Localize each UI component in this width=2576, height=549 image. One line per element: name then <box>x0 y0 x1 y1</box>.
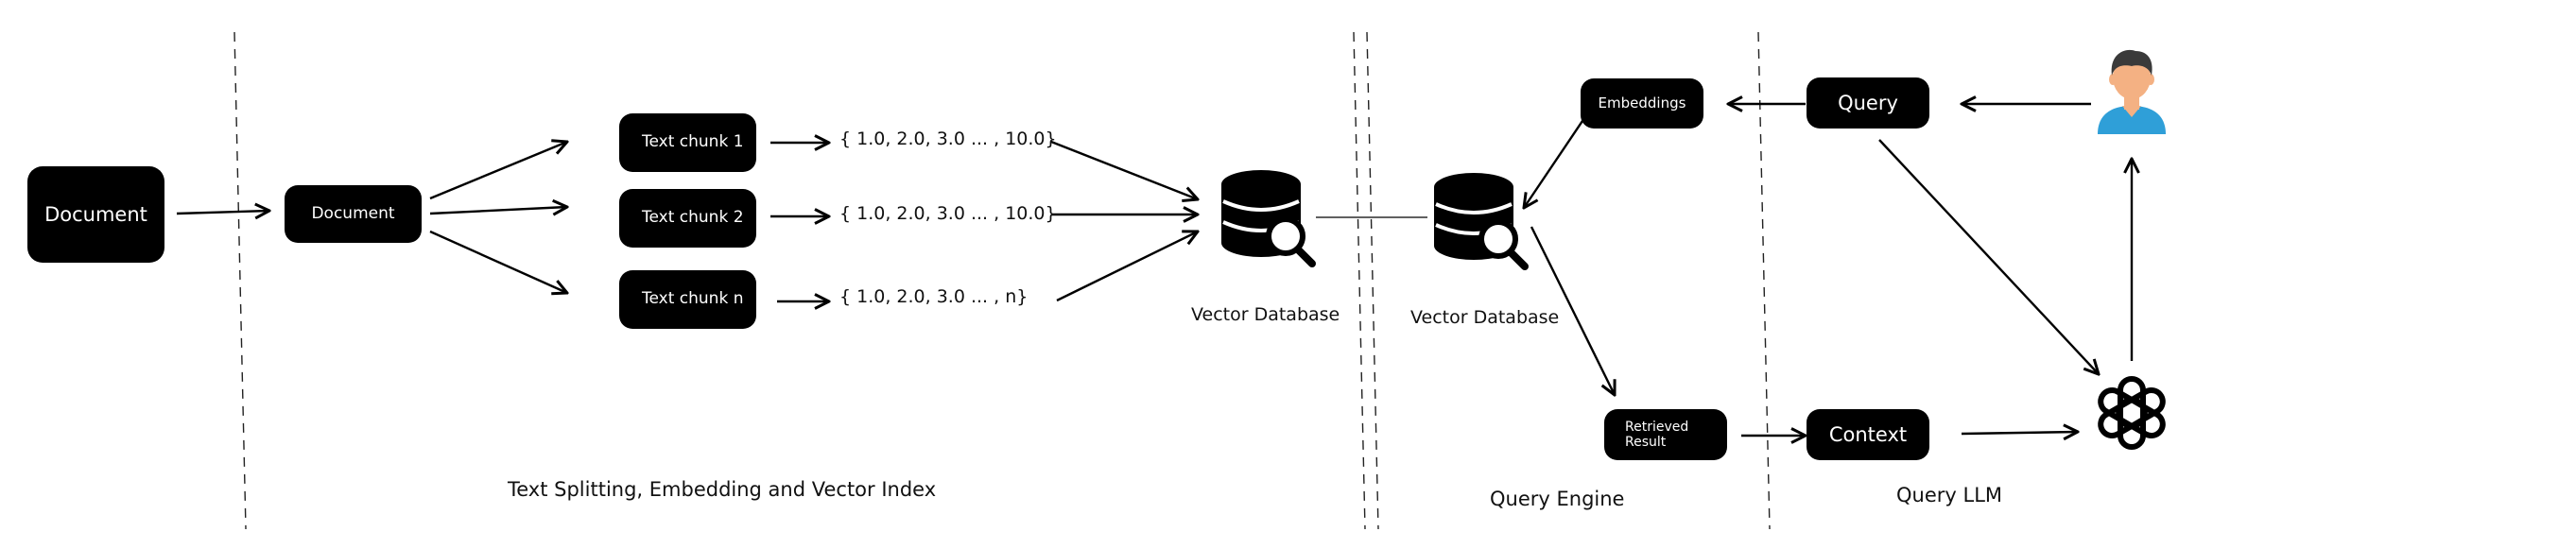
vector-database-label-right: Vector Database <box>1410 307 1560 328</box>
user-avatar-icon <box>2098 49 2166 134</box>
embedding-vector-2: { 1.0, 2.0, 3.0 ... , 10.0} <box>839 203 1057 224</box>
text-chunk-2-node: Text chunk 2 <box>619 189 756 248</box>
arrow-doc-to-chunk2 <box>429 207 567 214</box>
arrow-vec1-to-db <box>1050 140 1198 199</box>
database-search-icon <box>1221 170 1316 267</box>
arrow-doc-to-doc <box>176 211 269 214</box>
arrow-embeddings-to-db <box>1524 117 1585 208</box>
separator-2a <box>1353 31 1366 530</box>
context-node: Context <box>1807 409 1929 460</box>
separator-1 <box>233 31 247 530</box>
document-split-node: Document <box>285 185 422 243</box>
text-chunk-n-node: Text chunk n <box>619 270 756 329</box>
separator-2b <box>1366 31 1379 530</box>
database-search-icon <box>1434 173 1529 270</box>
text-chunk-1-node: Text chunk 1 <box>619 113 756 172</box>
arrow-context-to-llm <box>1961 432 2078 434</box>
arrow-query-to-llm <box>1878 139 2099 374</box>
separator-3 <box>1757 31 1771 530</box>
retrieved-result-node: Retrieved Result <box>1604 409 1727 460</box>
section-title-llm: Query LLM <box>1896 484 2003 506</box>
embedding-vector-1: { 1.0, 2.0, 3.0 ... , 10.0} <box>839 129 1057 149</box>
arrow-db-to-retrieved <box>1530 226 1615 395</box>
openai-logo-icon <box>2098 376 2166 450</box>
query-node: Query <box>1807 77 1929 129</box>
section-title-engine: Query Engine <box>1490 488 1625 510</box>
document-source-node: Document <box>27 166 164 263</box>
embeddings-node: Embeddings <box>1581 78 1703 129</box>
vector-database-label-left: Vector Database <box>1191 304 1340 325</box>
section-title-split: Text Splitting, Embedding and Vector Ind… <box>508 478 937 501</box>
arrow-doc-to-chunkn <box>429 230 567 293</box>
embedding-vector-n: { 1.0, 2.0, 3.0 ... , n} <box>839 286 1029 307</box>
arrow-doc-to-chunk1 <box>429 142 567 200</box>
arrow-vecn-to-db <box>1056 232 1198 302</box>
